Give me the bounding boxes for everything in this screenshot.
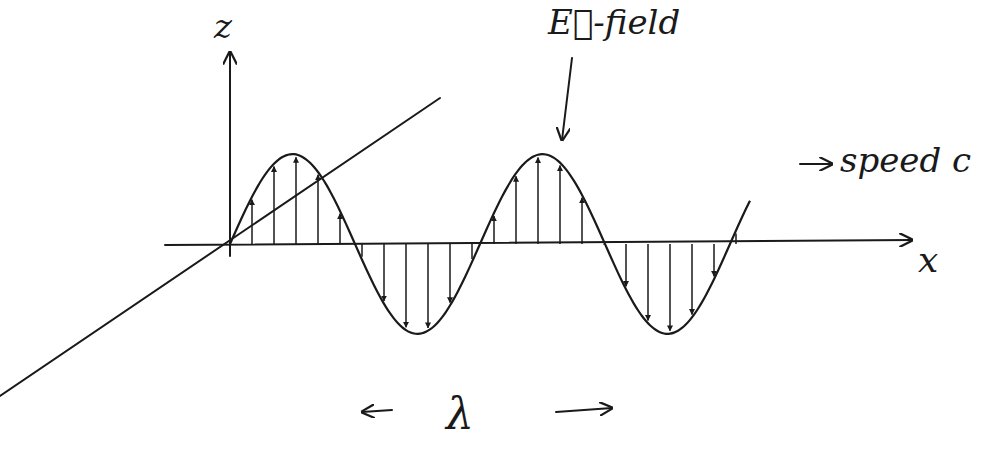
field-vector	[559, 166, 561, 244]
field-vector	[273, 167, 275, 244]
y-axis	[0, 98, 440, 396]
z-axis	[229, 52, 231, 256]
field-vector	[361, 244, 363, 257]
field-vector	[405, 244, 407, 327]
axis-label: z	[214, 6, 232, 47]
field-vector	[647, 244, 649, 320]
field-vector	[295, 157, 297, 244]
leader-arrow	[562, 58, 572, 140]
wavelength-arrow	[556, 408, 612, 412]
field-vector	[713, 244, 715, 276]
field-vector	[383, 244, 385, 301]
wavelength-arrow	[362, 410, 392, 412]
field-vector	[317, 175, 319, 244]
field-vector	[691, 244, 693, 314]
field-vector	[537, 158, 539, 244]
field-vector	[669, 244, 671, 331]
field-vector	[625, 244, 627, 286]
wavelength-label: λ	[446, 388, 474, 441]
direction-arrow	[800, 163, 832, 165]
axis-label: x	[918, 238, 938, 281]
field-vector	[251, 200, 253, 244]
field-vector	[427, 244, 429, 328]
field-vector	[515, 176, 517, 244]
field-label: E⃗-field	[548, 2, 680, 43]
field-vector	[339, 214, 341, 244]
field-vector	[493, 216, 495, 244]
field-vector	[471, 244, 473, 259]
field-vector	[581, 198, 583, 244]
speed-label: speed c	[840, 140, 971, 181]
wave-curve	[230, 154, 750, 334]
field-vector	[449, 244, 451, 303]
field-vector	[735, 233, 737, 244]
